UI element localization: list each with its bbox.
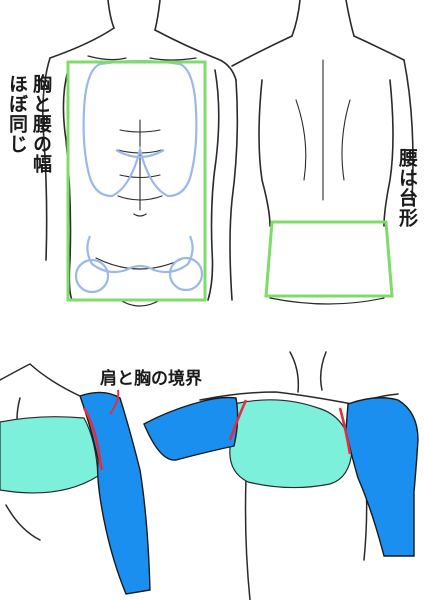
back-waist-trapezoid bbox=[264, 220, 394, 298]
label-shoulder-chest-boundary: 肩と胸の境界 bbox=[100, 369, 202, 389]
front-width-box bbox=[66, 60, 207, 302]
side-boundary-line-right bbox=[338, 407, 352, 455]
side-boundary-line-left bbox=[228, 399, 248, 441]
front-boundary-line bbox=[82, 407, 104, 471]
label-chest-waist-col1: 胸と腰の幅 bbox=[29, 74, 52, 174]
side-chest-fill bbox=[229, 399, 353, 489]
front-chest-fill bbox=[0, 416, 99, 494]
front-torso bbox=[42, 0, 239, 307]
label-leader-line bbox=[109, 389, 120, 415]
side-shoulder-left-fill bbox=[143, 396, 239, 461]
back-torso bbox=[231, 0, 414, 305]
label-waist-trapezoid: 腰は台形 bbox=[395, 148, 418, 228]
front-muscle-outline bbox=[74, 59, 204, 294]
side-shoulder-right-fill bbox=[345, 397, 419, 557]
label-chest-waist-col2: ほぼ同じ bbox=[5, 74, 28, 154]
